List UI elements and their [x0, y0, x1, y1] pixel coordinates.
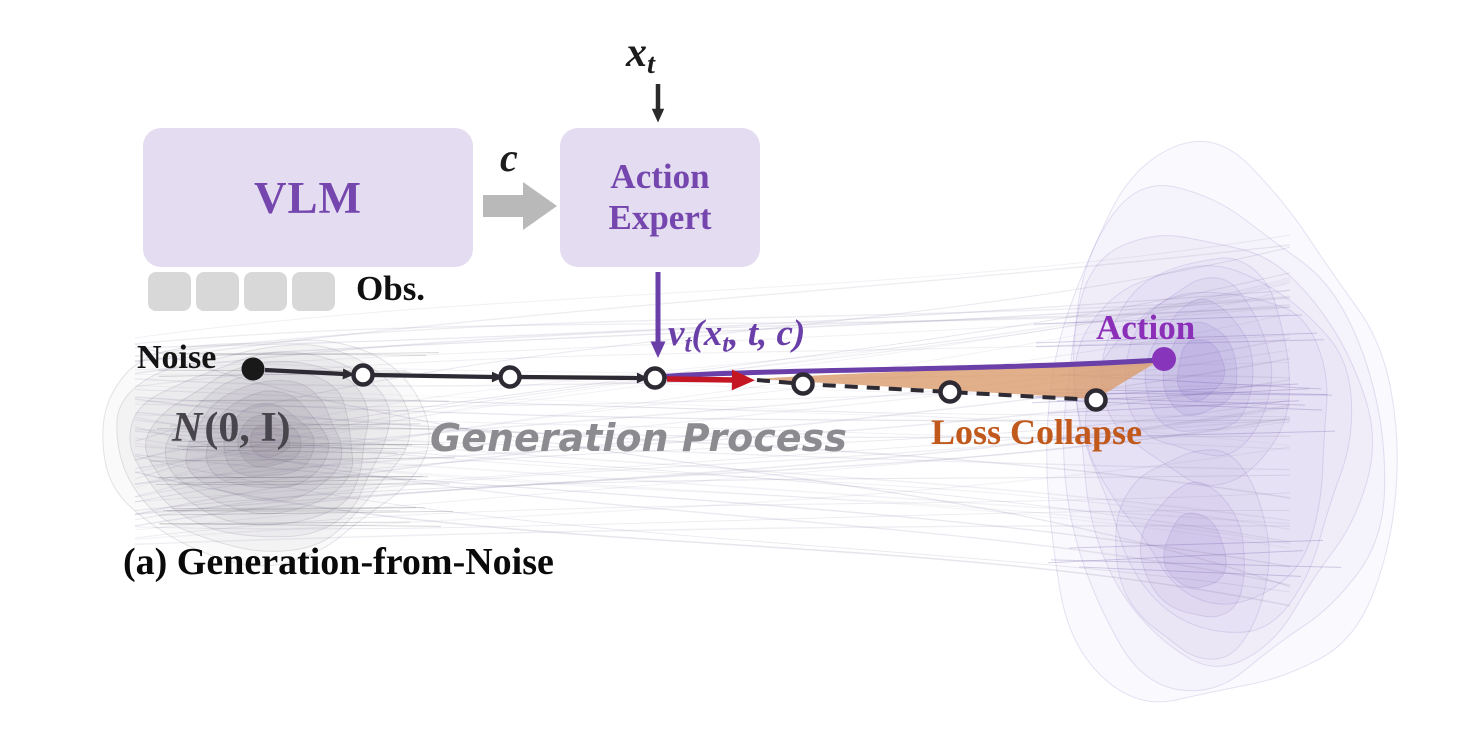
obs-label: Obs. — [356, 269, 426, 308]
generation-step-2 — [373, 371, 504, 383]
generation-process-label: Generation Process — [430, 416, 847, 460]
context-arrow — [483, 182, 557, 230]
velocity-step-arrow — [666, 369, 755, 391]
trajectory-node-dashed — [791, 372, 815, 396]
generation-step-3 — [520, 372, 649, 384]
xt-label: xt — [626, 30, 655, 81]
obs-token — [196, 272, 239, 311]
obs-token — [148, 272, 191, 311]
trajectory-node-dashed — [938, 380, 962, 404]
noise-label: Noise — [137, 339, 217, 376]
action-expert-label-line2: Expert — [608, 197, 712, 237]
vlm-box: VLM — [143, 128, 473, 267]
noise-distribution-contours — [102, 339, 430, 567]
action-label: Action — [1096, 308, 1196, 347]
noise-dot — [241, 357, 265, 381]
figure-caption: (a) Generation-from-Noise — [123, 541, 554, 583]
trajectory-node — [643, 366, 667, 390]
obs-token — [244, 272, 287, 311]
context-label: c — [500, 135, 518, 180]
generated-trajectory-curve — [652, 357, 1163, 380]
script-n-symbol: N — [172, 405, 203, 451]
action-expert-box: Action Expert — [560, 128, 760, 267]
collapsed-trajectory-dashed — [756, 378, 1097, 402]
velocity-field-label: vt(xt, t, c) — [668, 313, 806, 358]
obs-token — [292, 272, 335, 311]
generation-step-1 — [264, 367, 355, 380]
observation-tokens — [148, 272, 335, 311]
distribution-args: (0, I) — [204, 405, 291, 451]
vlm-label: VLM — [254, 172, 362, 223]
action-expert-label-line1: Action — [610, 157, 710, 197]
trajectory-node-dashed — [1084, 388, 1108, 412]
gaussian-distribution-label: N(0, I) — [172, 407, 291, 449]
loss-collapse-label: Loss Collapse — [931, 412, 1143, 452]
action-distribution-contours — [1046, 140, 1398, 703]
trajectory-node — [351, 363, 375, 387]
action-dot — [1152, 347, 1176, 371]
trajectory-node — [498, 365, 522, 389]
loss-collapse-wedge — [757, 360, 1160, 399]
